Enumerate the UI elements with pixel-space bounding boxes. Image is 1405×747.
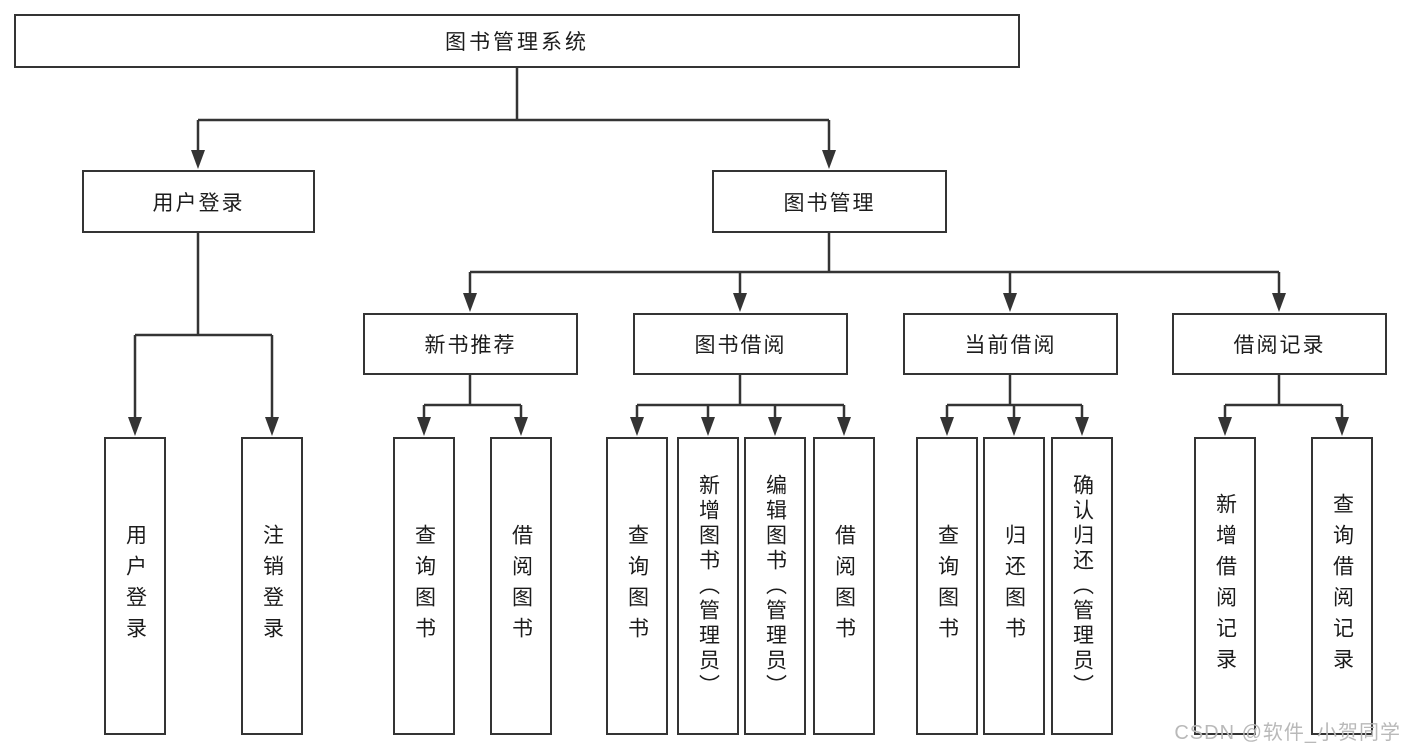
- leaf-borrow-books: 借阅图书: [813, 437, 875, 735]
- node-new-book-recommend: 新书推荐: [363, 313, 578, 375]
- node-current-borrow: 当前借阅: [903, 313, 1118, 375]
- node-borrow-records: 借阅记录: [1172, 313, 1387, 375]
- node-library-management-system: 图书管理系统: [14, 14, 1020, 68]
- leaf-query-books: 查询图书: [606, 437, 668, 735]
- leaf-borrow-books: 借阅图书: [490, 437, 552, 735]
- leaf-user-login: 用户登录: [104, 437, 166, 735]
- node-book-borrow: 图书借阅: [633, 313, 848, 375]
- leaf-add-books-admin: 新增图书（管理员）: [677, 437, 739, 735]
- csdn-watermark: CSDN @软件_小贺同学: [1174, 722, 1401, 744]
- leaf-confirm-return-admin: 确认归还（管理员）: [1051, 437, 1113, 735]
- leaf-edit-books-admin: 编辑图书（管理员）: [744, 437, 806, 735]
- node-book-management: 图书管理: [712, 170, 947, 233]
- leaf-add-borrow-record: 新增借阅记录: [1194, 437, 1256, 735]
- arrowheads: [128, 150, 1349, 436]
- leaf-query-books: 查询图书: [916, 437, 978, 735]
- leaf-logout: 注销登录: [241, 437, 303, 735]
- leaf-query-books: 查询图书: [393, 437, 455, 735]
- node-user-login: 用户登录: [82, 170, 315, 233]
- leaf-return-books: 归还图书: [983, 437, 1045, 735]
- leaf-query-borrow-record: 查询借阅记录: [1311, 437, 1373, 735]
